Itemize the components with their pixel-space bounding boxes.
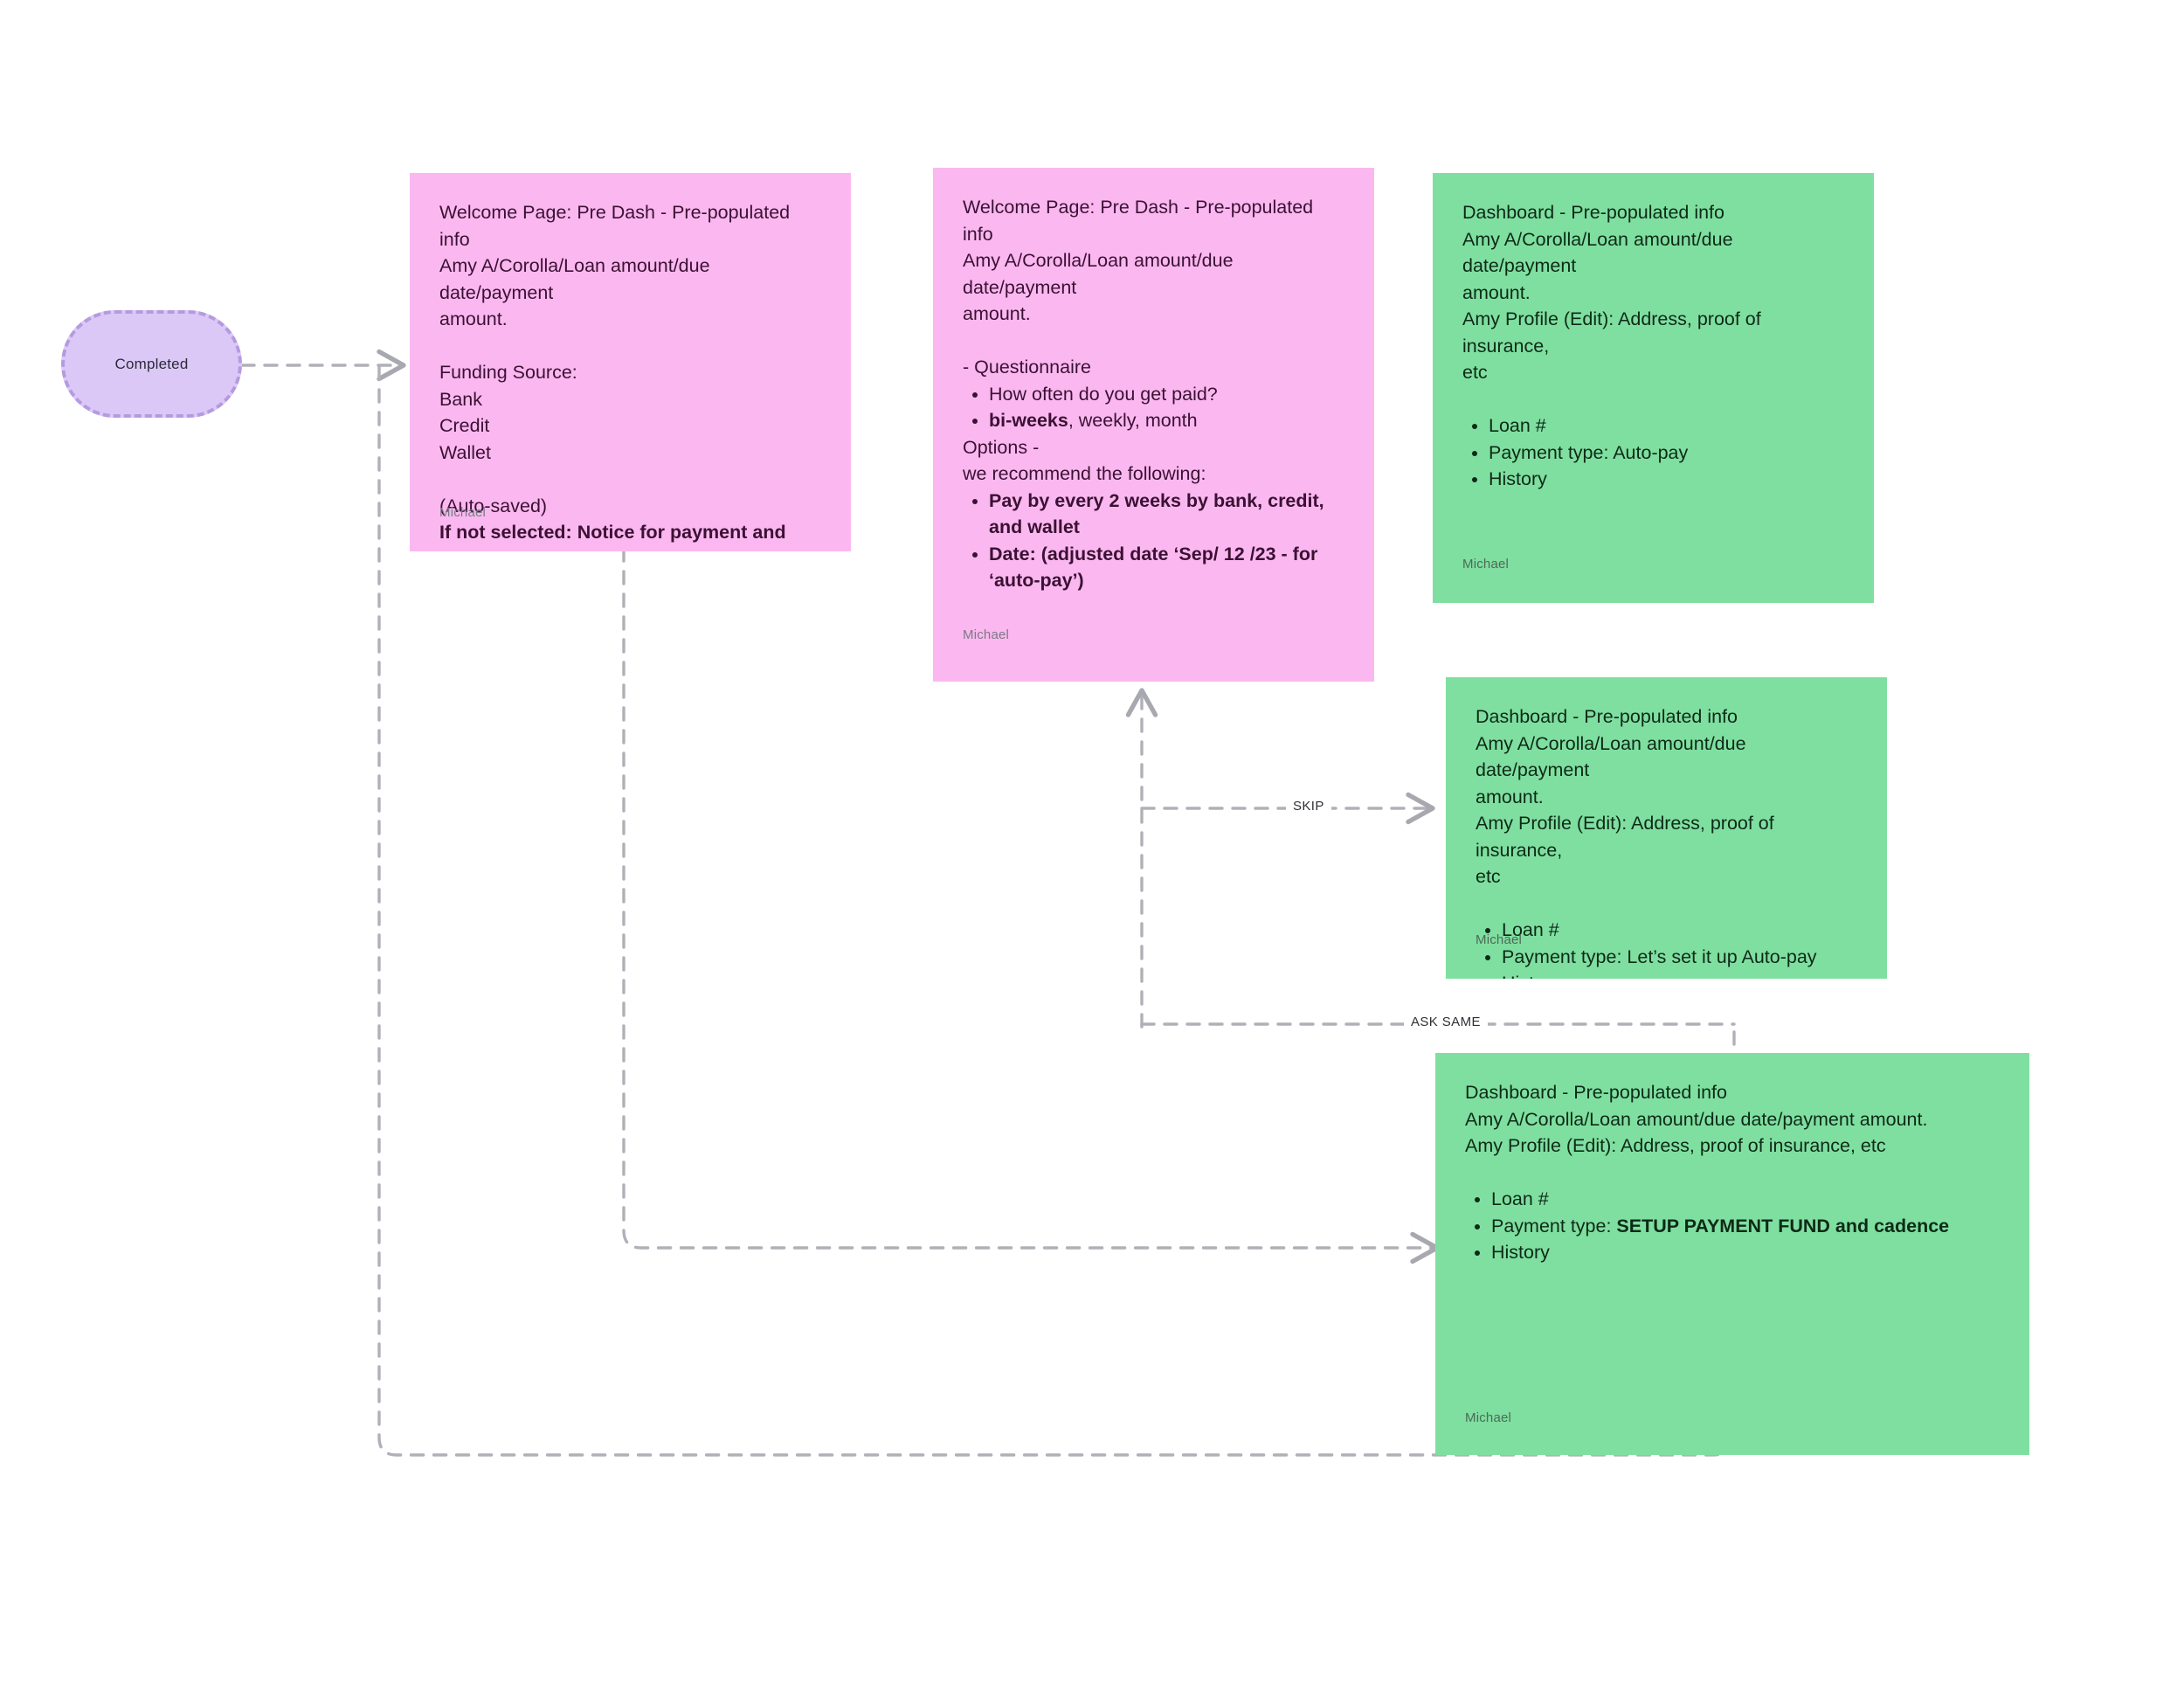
spacer (439, 466, 821, 493)
list-item: Loan # (1502, 917, 1857, 944)
note-line: Welcome Page: Pre Dash - Pre-populated i… (963, 197, 1314, 245)
note-line: etc (1476, 866, 1501, 888)
list-item-rest: , weekly, month (1068, 410, 1198, 432)
list-item: Loan # (1489, 412, 1844, 440)
list-item: History (1491, 1239, 2000, 1266)
list-item-bold: Pay by every 2 weeks by bank, credit, an… (989, 489, 1324, 538)
list-item: Payment type: SETUP PAYMENT FUND and cad… (1491, 1213, 2000, 1240)
funding-option-wallet: Wallet (439, 441, 491, 463)
list-item: Payment type: Auto-pay (1489, 440, 1844, 467)
note-line: amount. (1462, 281, 1531, 303)
note-line: amount. (439, 308, 508, 330)
note-line: Welcome Page: Pre Dash - Pre-populated i… (439, 202, 791, 250)
list-item-bold: SETUP PAYMENT FUND and cadence (1616, 1215, 1950, 1236)
edge-label-ask-same: ASK SAME (1404, 1015, 1488, 1029)
note-line: Amy Profile (Edit): Address, proof of in… (1476, 813, 1774, 861)
list-item-bold: Date: (adjusted date ‘Sep/ 12 /23 - for … (989, 543, 1318, 592)
list-item: History (1489, 466, 1844, 493)
note-line: Amy A/Corolla/Loan amount/due date/payme… (1462, 228, 1733, 277)
autosaved-note: (Auto-saved) (439, 495, 548, 516)
not-selected-notice-bold: If not selected: Notice for payment and … (439, 522, 786, 551)
note-dashboard-autopay[interactable]: Dashboard - Pre-populated info Amy A/Cor… (1433, 173, 1874, 603)
spacer (1476, 890, 1857, 918)
list-item: History (1502, 970, 1857, 979)
note-line: Amy A/Corolla/Loan amount/due date/payme… (1465, 1108, 1928, 1130)
options-heading: Options - (963, 436, 1040, 458)
note-line: etc (1462, 362, 1488, 384)
funding-source-heading: Funding Source: (439, 362, 577, 384)
list-item: Loan # (1491, 1186, 2000, 1213)
note-author: Michael (439, 505, 487, 520)
list-item: Payment type: Let’s set it up Auto-pay (1502, 944, 1857, 971)
note-author: Michael (1465, 1410, 1512, 1425)
list-item-bold: bi-weeks (989, 410, 1068, 432)
questionnaire-list: How often do you get paid? bi-weeks, wee… (963, 381, 1344, 434)
edge-label-skip: SKIP (1286, 799, 1331, 814)
note-line: Amy A/Corolla/Loan amount/due date/payme… (439, 255, 710, 303)
list-item-label: Payment type: (1491, 1215, 1617, 1236)
note-line: Dashboard - Pre-populated info (1462, 202, 1724, 223)
questionnaire-heading: - Questionnaire (963, 357, 1091, 378)
note-line: Dashboard - Pre-populated info (1476, 706, 1738, 727)
note-line: amount. (963, 303, 1031, 325)
funding-option-credit: Credit (439, 415, 490, 437)
note-line: Amy Profile (Edit): Address, proof of in… (1465, 1135, 1886, 1157)
note-welcome-questionnaire[interactable]: Welcome Page: Pre Dash - Pre-populated i… (933, 168, 1374, 682)
note-welcome-funding-source[interactable]: Welcome Page: Pre Dash - Pre-populated i… (410, 173, 851, 551)
note-author: Michael (963, 627, 1010, 642)
note-line: amount. (1476, 786, 1544, 807)
recommend-list: Pay by every 2 weeks by bank, credit, an… (963, 488, 1344, 594)
note-dashboard-set-it-up[interactable]: Dashboard - Pre-populated info Amy A/Cor… (1446, 677, 1887, 979)
spacer (1462, 386, 1844, 413)
note-line: Amy A/Corolla/Loan amount/due date/payme… (963, 250, 1234, 298)
note-author: Michael (1462, 557, 1510, 571)
list-item: Pay by every 2 weeks by bank, credit, an… (989, 488, 1344, 541)
note-line: Amy A/Corolla/Loan amount/due date/payme… (1476, 732, 1746, 781)
dashboard-bullets: Loan # Payment type: SETUP PAYMENT FUND … (1465, 1186, 2000, 1266)
list-item: How often do you get paid? (989, 381, 1344, 408)
spacer (1465, 1160, 2000, 1187)
note-author: Michael (1476, 932, 1523, 947)
funding-option-bank: Bank (439, 388, 483, 410)
list-item: bi-weeks, weekly, month (989, 407, 1344, 434)
terminal-node-completed[interactable]: Completed (61, 310, 242, 418)
note-line: Dashboard - Pre-populated info (1465, 1082, 1727, 1103)
spacer (963, 328, 1344, 355)
note-dashboard-setup-payment-fund[interactable]: Dashboard - Pre-populated info Amy A/Cor… (1435, 1053, 2029, 1455)
dashboard-bullets: Loan # Payment type: Auto-pay History (1462, 412, 1844, 493)
recommend-heading: we recommend the following: (963, 463, 1206, 485)
list-item: Date: (adjusted date ‘Sep/ 12 /23 - for … (989, 541, 1344, 594)
not-selected-notice: If not selected: Notice for payment and … (439, 519, 821, 551)
dashboard-bullets: Loan # Payment type: Let’s set it up Aut… (1476, 917, 1857, 979)
note-line: Amy Profile (Edit): Address, proof of in… (1462, 308, 1761, 357)
terminal-node-label: Completed (114, 355, 189, 372)
spacer (439, 333, 821, 360)
